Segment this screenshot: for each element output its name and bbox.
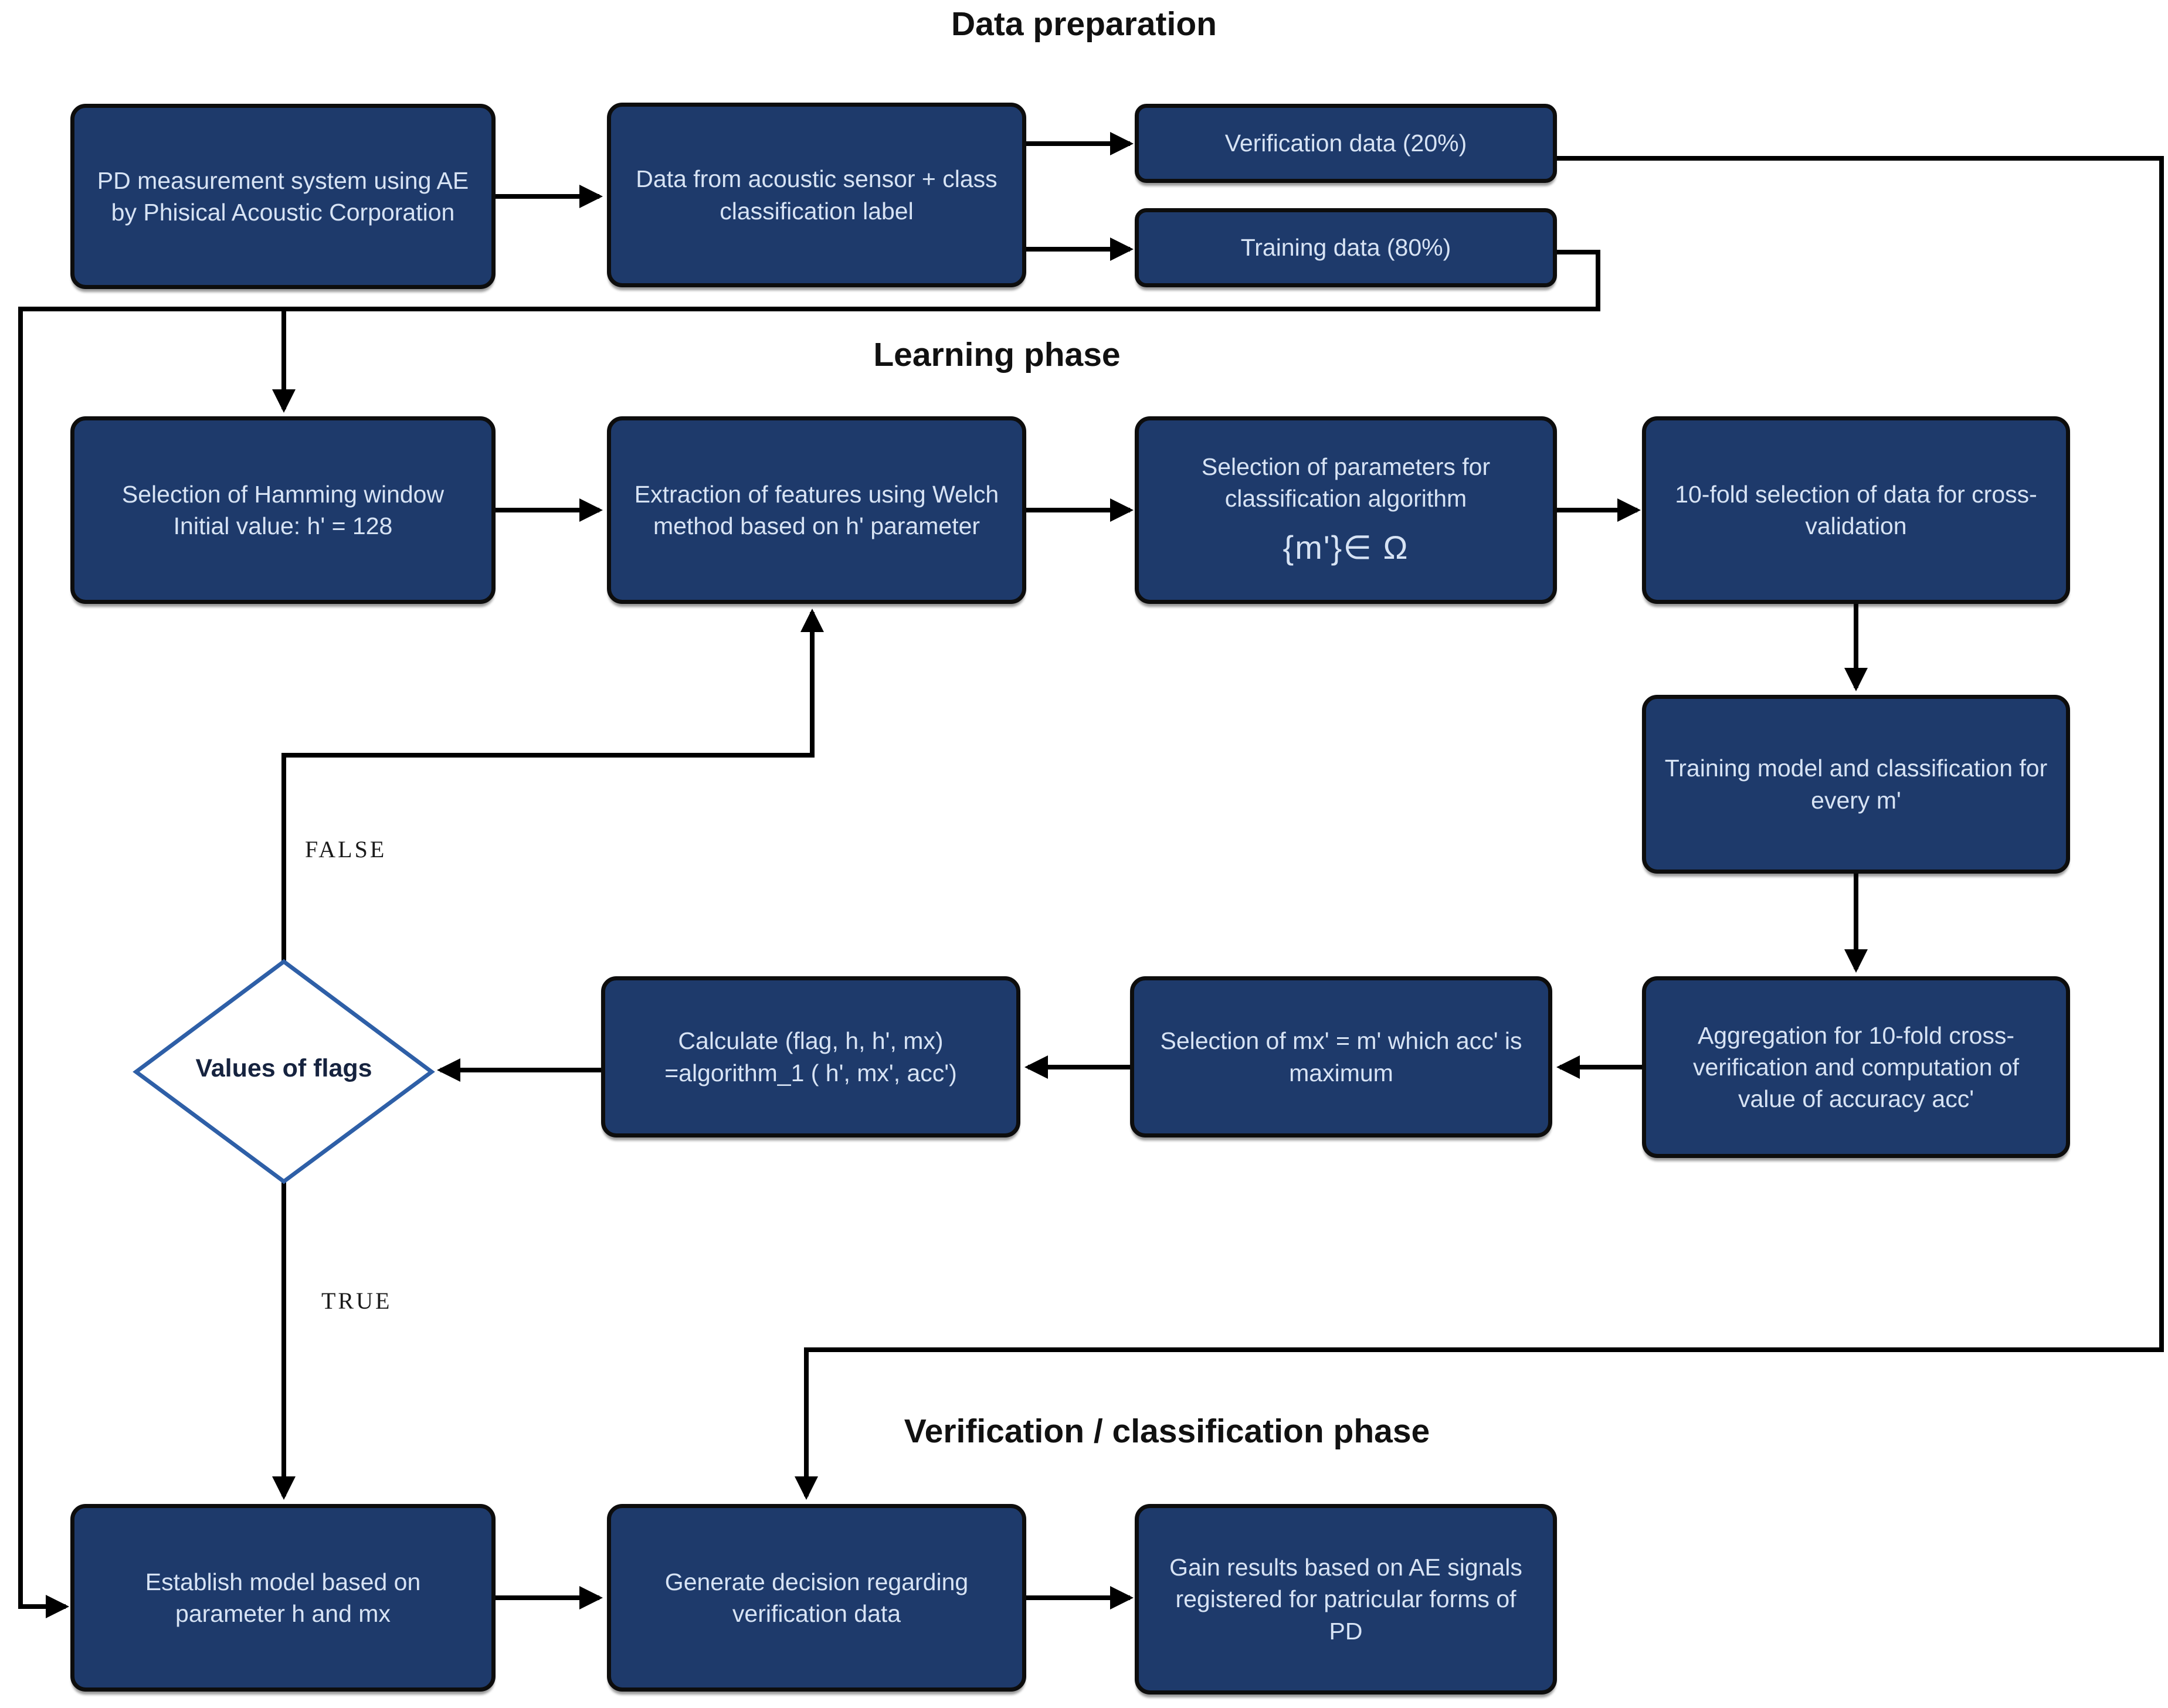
node-establish-model: Establish model based on parameter h and… <box>70 1504 496 1692</box>
node-label: Extraction of features using Welch metho… <box>634 480 999 539</box>
branch-label-true: TRUE <box>321 1288 392 1314</box>
node-label: Selection of parameters for classificati… <box>1201 453 1491 512</box>
node-parameter-selection: Selection of parameters for classificati… <box>1135 416 1557 604</box>
node-label: PD measurement system using AE by Phisic… <box>97 167 469 226</box>
node-hamming-window: Selection of Hamming window Initial valu… <box>70 416 496 604</box>
decision-diamond <box>133 959 435 1184</box>
node-formula: {m'}∈ Ω <box>1283 529 1409 566</box>
node-mx-selection: Selection of mx' = m' which acc' is maxi… <box>1130 976 1552 1137</box>
node-verification-data: Verification data (20%) <box>1135 104 1557 183</box>
edge-decision-false-to-extraction <box>281 609 824 962</box>
node-training-model: Training model and classification for ev… <box>1642 695 2070 874</box>
phase-title-data-preparation: Data preparation <box>951 5 1217 43</box>
branch-label-false: FALSE <box>305 836 387 863</box>
node-label: Data from acoustic sensor + class classi… <box>636 165 998 225</box>
node-pd-measurement-system: PD measurement system using AE by Phisic… <box>70 104 496 289</box>
node-tenfold-selection: 10-fold selection of data for cross-vali… <box>1642 416 2070 604</box>
decision-values-of-flags-label: Values of flags <box>195 1054 372 1082</box>
node-calculate-algorithm: Calculate (flag, h, h', mx) =algorithm_1… <box>601 976 1020 1137</box>
node-training-data: Training data (80%) <box>1135 208 1557 287</box>
node-label: Training data (80%) <box>1240 234 1451 262</box>
node-label-secondary: =algorithm_1 ( h', mx', acc') <box>664 1059 957 1086</box>
node-aggregation: Aggregation for 10-fold cross-verificati… <box>1642 976 2070 1158</box>
node-label: Establish model based on parameter h and… <box>145 1568 421 1627</box>
phase-title-verification: Verification / classification phase <box>904 1412 1430 1450</box>
node-label: Gain results based on AE signals registe… <box>1169 1554 1522 1645</box>
node-feature-extraction: Extraction of features using Welch metho… <box>607 416 1026 604</box>
node-label: Calculate (flag, h, h', mx) <box>678 1027 944 1055</box>
edge-training-return-to-establish <box>18 250 1600 1618</box>
node-gain-results: Gain results based on AE signals registe… <box>1135 1504 1557 1695</box>
node-label: Selection of mx' = m' which acc' is maxi… <box>1160 1027 1522 1086</box>
node-acoustic-sensor-data: Data from acoustic sensor + class classi… <box>607 103 1026 287</box>
node-label: Selection of Hamming window <box>121 480 445 508</box>
node-label: Generate decision regarding verification… <box>664 1568 969 1627</box>
node-label: Aggregation for 10-fold cross-verificati… <box>1692 1021 2020 1113</box>
edge-verification-to-generate <box>795 156 2164 1500</box>
node-label-secondary: Initial value: h' = 128 <box>173 512 393 539</box>
node-label: 10-fold selection of data for cross-vali… <box>1675 480 2037 539</box>
node-generate-decision: Generate decision regarding verification… <box>607 1504 1026 1692</box>
phase-title-learning: Learning phase <box>873 336 1121 373</box>
node-label: Training model and classification for ev… <box>1664 755 2048 814</box>
node-label: Verification data (20%) <box>1224 130 1467 157</box>
